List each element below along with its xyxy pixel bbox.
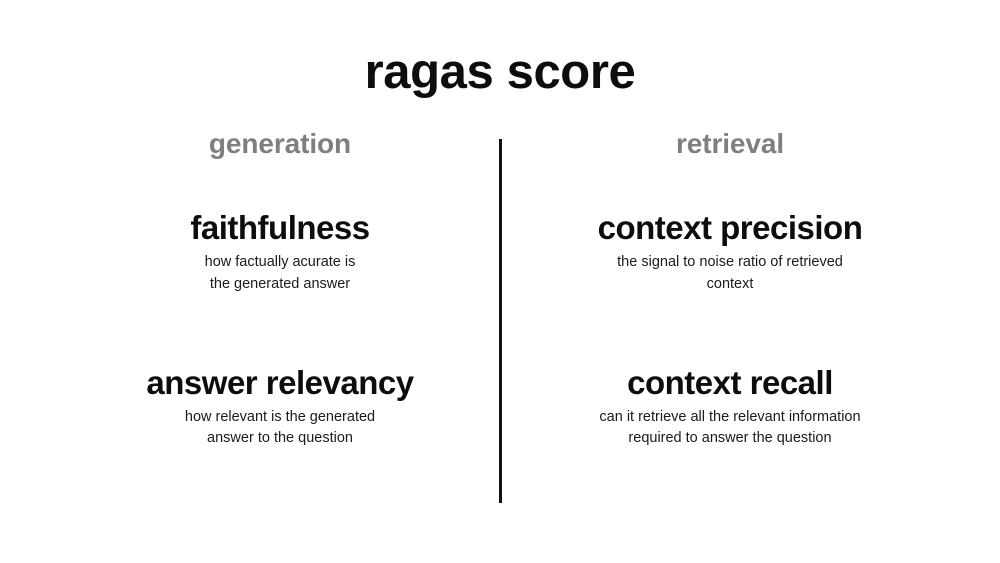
metric-description: how factually acurate is the generated a… (30, 252, 530, 294)
metric-description: can it retrieve all the relevant informa… (480, 407, 980, 449)
metric-description-line2: answer to the question (207, 429, 353, 446)
metric-description: the signal to noise ratio of retrieved c… (480, 252, 980, 294)
metric-description-line1: how relevant is the generated (184, 408, 376, 425)
metric-context-precision: context precision the signal to noise ra… (480, 209, 980, 294)
metric-list-retrieval: context precision the signal to noise ra… (480, 209, 980, 449)
column-divider (499, 139, 502, 503)
metric-name: faithfulness (190, 209, 370, 247)
metric-context-recall: context recall can it retrieve all the r… (480, 363, 980, 449)
metric-name: context recall (627, 363, 833, 401)
metric-name: answer relevancy (146, 363, 414, 401)
metric-description-line1: can it retrieve all the relevant informa… (599, 408, 861, 425)
metric-list-generation: faithfulness how factually acurate is th… (30, 209, 530, 449)
page-title: ragas score (364, 45, 636, 99)
column-header-generation: generation (208, 128, 352, 159)
metric-description-line1: the signal to noise ratio of retrieved (617, 254, 843, 271)
metric-description-line2: context (706, 275, 754, 292)
metric-description-line1: how factually acurate is (204, 254, 356, 271)
metric-description: how relevant is the generated answer to … (30, 407, 530, 449)
column-header-retrieval: retrieval (675, 128, 785, 159)
metric-description-line2: the generated answer (209, 275, 351, 292)
column-retrieval: retrieval context precision the signal t… (480, 128, 980, 449)
column-generation: generation faithfulness how factually ac… (30, 128, 530, 449)
metric-name: context precision (597, 209, 863, 247)
metric-answer-relevancy: answer relevancy how relevant is the gen… (30, 363, 530, 449)
metric-description-line2: required to answer the question (628, 429, 832, 446)
metric-faithfulness: faithfulness how factually acurate is th… (30, 209, 530, 294)
